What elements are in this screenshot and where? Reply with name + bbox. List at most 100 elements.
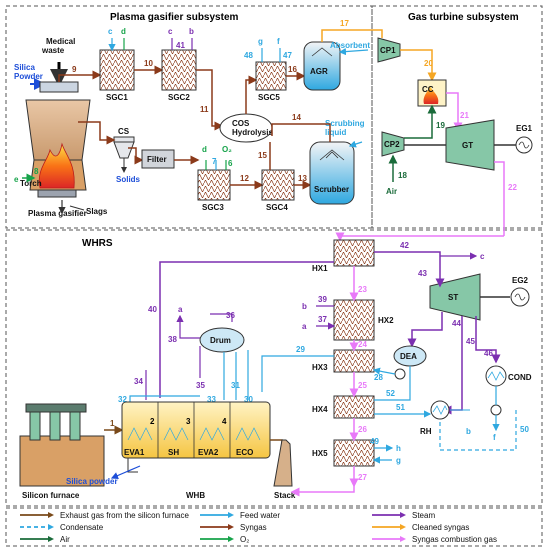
hx5-exchanger <box>333 439 375 467</box>
silica-powder-bottom-label: Silica powder <box>66 477 118 486</box>
stream-40-line <box>159 261 334 398</box>
legend: Exhaust gas from the silicon furnace Feed… <box>20 511 497 544</box>
stream-12: 12 <box>240 174 249 183</box>
stream-20-line <box>400 49 437 82</box>
stream-13: 13 <box>298 174 307 183</box>
legend-arrow <box>400 524 406 530</box>
stream-29-line <box>261 355 334 392</box>
hx4-exchanger <box>333 395 375 419</box>
legend-border <box>5 507 543 547</box>
scrubber-label: Scrubber <box>314 185 349 194</box>
legend-label: Feed water <box>240 511 280 520</box>
stream-14: 14 <box>292 113 301 122</box>
gas-turbine-section-border <box>371 5 543 229</box>
absorbent-arrow <box>338 47 369 56</box>
letter-c-st: c <box>480 252 485 261</box>
torch-label: Torch <box>20 179 42 188</box>
stream-1: 1 <box>110 419 115 428</box>
eg1-label: EG1 <box>516 124 533 133</box>
slags-label: Slags <box>86 207 108 216</box>
hx2-exchanger <box>333 299 375 341</box>
stream-33: 33 <box>207 395 216 404</box>
sgc4-label: SGC4 <box>266 203 288 212</box>
letter-g-hx5: g <box>396 456 401 465</box>
stream-48: 48 <box>244 51 253 60</box>
stream-21-line <box>446 92 463 132</box>
whrs-section-border <box>5 229 543 507</box>
stream-2: 2 <box>150 417 155 426</box>
silicon-furnace-label: Silicon furnace <box>22 491 80 500</box>
stream-41: 41 <box>176 41 185 50</box>
rh-label: RH <box>420 427 432 436</box>
stream-44: 44 <box>452 319 461 328</box>
legend-arrow <box>400 536 406 542</box>
letter-a-whrs: a <box>178 305 183 314</box>
sgc1-exchanger <box>99 49 135 91</box>
sgc3-label: SGC3 <box>202 203 224 212</box>
cs-label: CS <box>118 127 130 136</box>
legend-label: Cleaned syngas <box>412 523 469 532</box>
legend-label: Exhaust gas from the silicon furnace <box>60 511 190 520</box>
legend-label: Syngas combustion gas <box>412 535 497 544</box>
stream-52: 52 <box>386 389 395 398</box>
absorbent-label: Absorbent <box>330 41 370 50</box>
slag-pointer <box>69 205 85 211</box>
plasma-section-title: Plasma gasifier subsystem <box>110 12 239 23</box>
legend-arrow <box>400 512 406 518</box>
gas-turbine-section-title: Gas turbine subsystem <box>408 12 519 23</box>
hx1-label: HX1 <box>312 264 328 273</box>
legend-arrow <box>228 524 234 530</box>
eva2-label: EVA2 <box>198 448 219 457</box>
stream-11-line <box>196 69 224 131</box>
plasma-gasifier-label: Plasma gasifier <box>28 209 87 218</box>
letter-a-hx2: a <box>302 322 307 331</box>
stream-46: 46 <box>484 349 493 358</box>
stream-9-line <box>58 70 102 82</box>
silicon-furnace <box>19 403 105 487</box>
filter-unit <box>141 149 175 169</box>
gasifier-to-cs <box>78 121 116 145</box>
stream-17-line <box>321 29 383 42</box>
stream-25: 25 <box>358 381 367 390</box>
sh-label: SH <box>168 448 179 457</box>
stream-36-line <box>210 313 233 322</box>
stream-39: 39 <box>318 295 327 304</box>
plasma-gasifier <box>25 81 91 198</box>
stream-19: 19 <box>436 121 445 130</box>
stream-26: 26 <box>358 425 367 434</box>
letter-f-sgc5: f <box>277 37 280 46</box>
letter-b-sgc2: b <box>189 27 194 36</box>
scrubber-vessel <box>309 141 355 205</box>
stream-18: 18 <box>398 171 407 180</box>
stream-17: 17 <box>340 19 349 28</box>
o2-label: O₂ <box>222 145 232 154</box>
st-to-cond <box>475 316 501 364</box>
letter-c-sgc1: c <box>108 27 113 36</box>
stack-label: Stack <box>274 491 296 500</box>
legend-arrow <box>48 512 54 518</box>
drum-label: Drum <box>210 336 231 345</box>
st-to-dea <box>407 312 443 348</box>
stream-20: 20 <box>424 59 433 68</box>
stream-47: 47 <box>283 51 292 60</box>
cp1-label: CP1 <box>380 46 396 55</box>
stream-14-line <box>271 123 331 142</box>
gt-turbine <box>445 119 495 171</box>
rh-reheater <box>430 400 450 420</box>
stream-42-line <box>374 251 445 288</box>
stream-38-line <box>176 314 200 339</box>
eg2-label: EG2 <box>512 276 529 285</box>
whb-label: WHB <box>186 491 205 500</box>
letter-b-rh: b <box>466 427 471 436</box>
legend-label: O₂ <box>240 535 249 544</box>
stream-35: 35 <box>196 381 205 390</box>
stream-45: 45 <box>466 337 475 346</box>
stream-42: 42 <box>400 241 409 250</box>
hx2-label: HX2 <box>378 316 394 325</box>
letter-e-top: e <box>14 175 19 184</box>
legend-arrow <box>228 512 234 518</box>
stream-49: 49 <box>370 437 379 446</box>
letter-f-cond: f <box>493 433 496 442</box>
